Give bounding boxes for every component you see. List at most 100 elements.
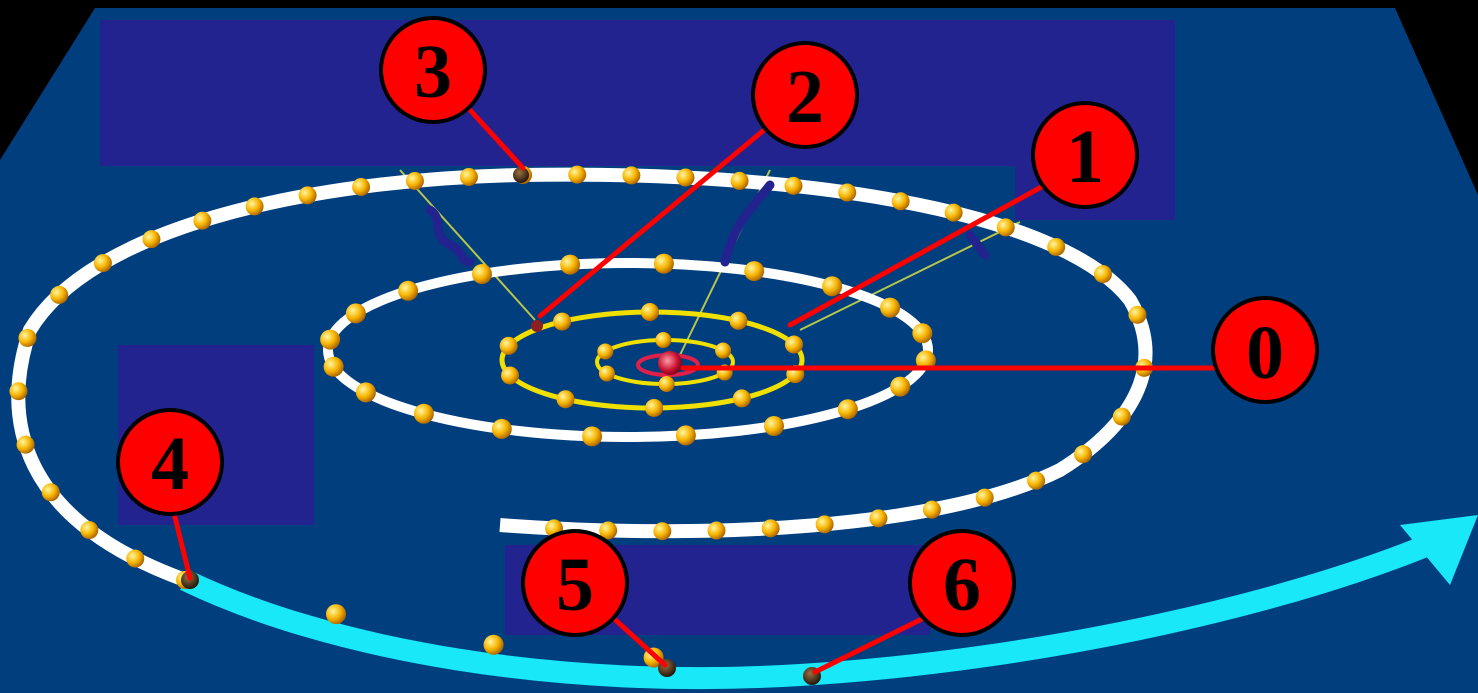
bead	[483, 634, 504, 655]
bead	[398, 280, 419, 301]
bead	[729, 311, 748, 330]
bead	[50, 285, 69, 304]
bead	[491, 418, 512, 439]
bead	[658, 375, 675, 392]
bead	[323, 356, 344, 377]
bead	[355, 382, 376, 403]
bead	[715, 342, 732, 359]
bead	[838, 183, 857, 202]
bead	[598, 365, 615, 382]
marker-3: 3	[379, 16, 487, 124]
marker-5: 5	[521, 529, 629, 637]
bead	[944, 203, 963, 222]
bead	[732, 389, 751, 408]
pointer-4	[169, 502, 193, 581]
pointer-lines	[169, 107, 1223, 675]
markers: 0 1 2 3 4 5 6	[116, 16, 1319, 637]
bead	[891, 192, 910, 211]
bead	[676, 168, 695, 187]
central-body	[658, 351, 682, 375]
bead	[784, 335, 803, 354]
bead	[707, 521, 726, 540]
bead	[653, 522, 672, 541]
bead	[655, 332, 672, 349]
bead	[1074, 445, 1093, 464]
body-2	[531, 320, 543, 332]
bead	[471, 263, 492, 284]
bead	[126, 549, 145, 568]
squiggles	[425, 180, 990, 267]
bead	[975, 488, 994, 507]
bead	[1047, 237, 1066, 256]
bead	[298, 186, 317, 205]
bead	[915, 350, 936, 371]
bead	[890, 376, 911, 397]
bead	[761, 519, 780, 538]
bead	[245, 197, 264, 216]
bead	[345, 303, 366, 324]
marker-2: 2	[751, 41, 859, 149]
bead	[764, 416, 785, 437]
bead	[730, 171, 749, 190]
bead	[645, 398, 664, 417]
marker-6-label: 6	[943, 543, 981, 627]
pointer-2	[537, 122, 773, 319]
orbit-direction-arrow	[1400, 515, 1478, 585]
bead	[880, 297, 901, 318]
bead	[142, 230, 161, 249]
bead	[599, 521, 618, 540]
pointer-6	[812, 612, 933, 675]
pointer-1	[787, 182, 1048, 328]
marker-1-label: 1	[1066, 115, 1104, 199]
bead	[93, 254, 112, 273]
bead	[413, 403, 434, 424]
bead	[582, 426, 603, 447]
orbit-beads	[9, 165, 1154, 668]
bead	[553, 312, 572, 331]
bead	[996, 218, 1015, 237]
bead	[459, 167, 478, 186]
pointer-3	[467, 107, 526, 171]
bead	[1128, 305, 1147, 324]
bead	[922, 500, 941, 519]
bead	[193, 211, 212, 230]
bead	[744, 261, 765, 282]
bead	[869, 509, 888, 528]
bead	[325, 604, 346, 625]
bead	[622, 166, 641, 185]
body-3	[513, 167, 529, 183]
bead	[1112, 407, 1131, 426]
bead	[568, 165, 587, 184]
marker-0-label: 0	[1246, 311, 1284, 395]
middle-orbit	[323, 258, 933, 442]
bead	[16, 435, 35, 454]
bead	[1027, 471, 1046, 490]
bead	[9, 382, 28, 401]
bead	[556, 390, 575, 409]
bead	[1093, 265, 1112, 284]
bead	[501, 366, 520, 385]
marker-2-label: 2	[786, 55, 824, 139]
marker-6: 6	[908, 529, 1016, 637]
bead	[18, 328, 37, 347]
bead	[912, 323, 933, 344]
bead	[352, 177, 371, 196]
bead	[405, 171, 424, 190]
bead	[822, 276, 843, 297]
marker-5-label: 5	[556, 543, 594, 627]
bead	[815, 515, 834, 534]
bead	[320, 329, 341, 350]
marker-3-label: 3	[414, 30, 452, 114]
pointer-5	[607, 612, 668, 668]
bead	[653, 253, 674, 274]
bead	[675, 425, 696, 446]
marker-4: 4	[116, 408, 224, 516]
label-panel-top	[100, 20, 1175, 166]
marker-0: 0	[1211, 296, 1319, 404]
bead	[837, 399, 858, 420]
bead	[499, 336, 518, 355]
bead	[560, 254, 581, 275]
marker-4-label: 4	[151, 422, 189, 506]
